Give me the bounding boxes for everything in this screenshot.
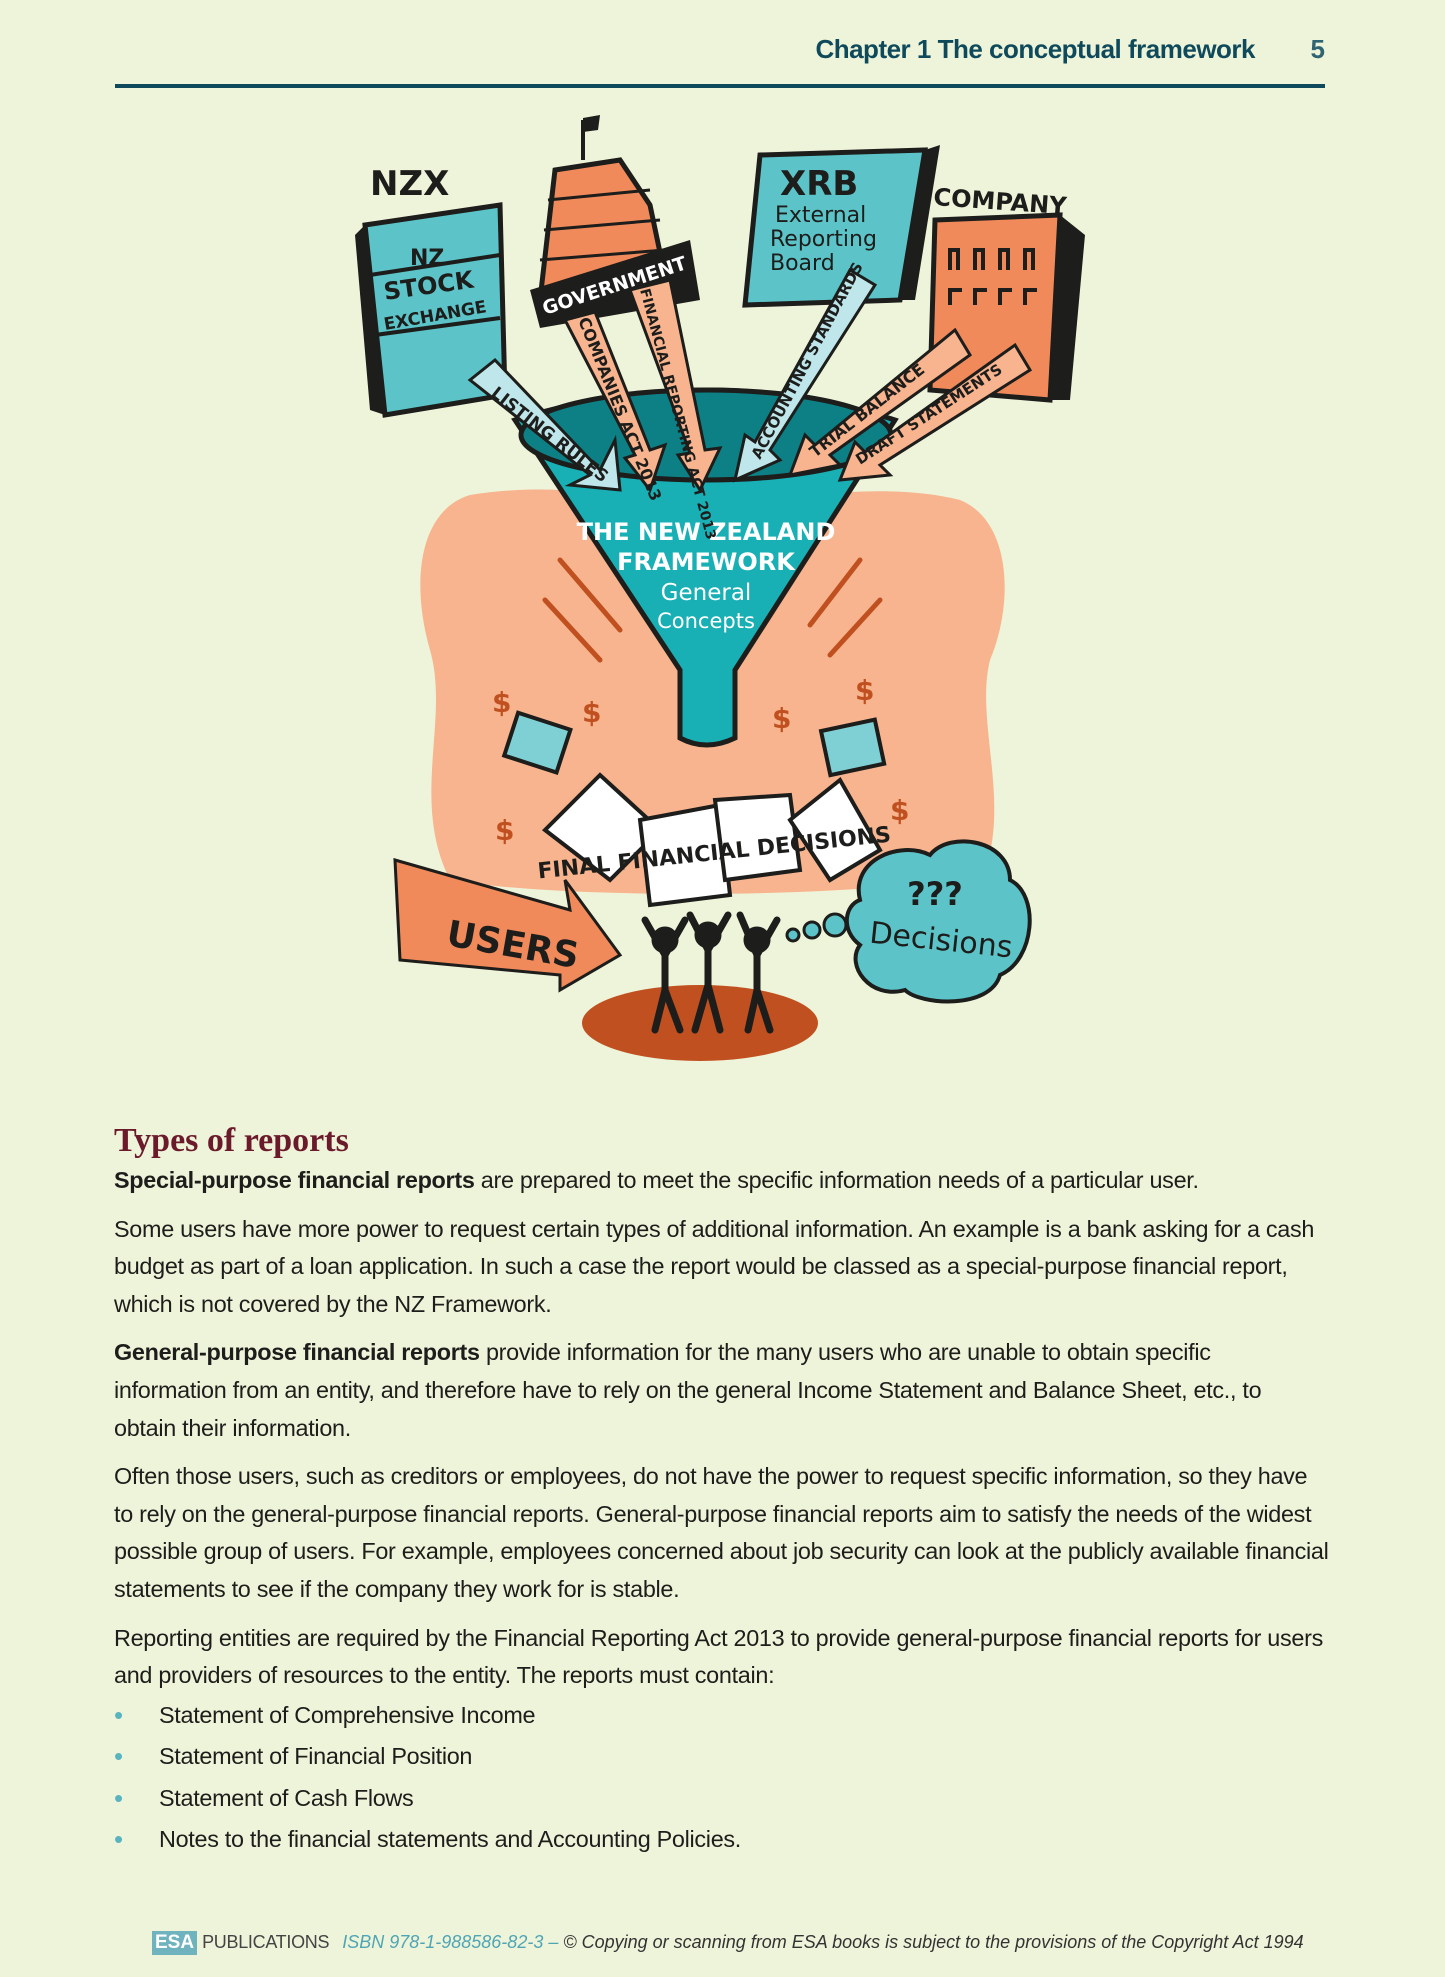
dollar-icon: $ — [890, 794, 909, 827]
question-marks-icon: ??? — [907, 875, 963, 913]
paragraph-text: are prepared to meet the specific inform… — [474, 1167, 1199, 1193]
funnel-line4: Concepts — [657, 609, 755, 633]
xrb-label: XRB — [780, 164, 858, 204]
funnel-line3: General — [661, 580, 752, 606]
copyright-notice: © Copying or scanning from ESA books is … — [563, 1932, 1304, 1952]
term-special-purpose: Special-purpose financial reports — [114, 1167, 475, 1193]
nzx-building-icon: NZX NZ STOCK EXCHANGE — [355, 164, 508, 418]
publisher-name: PUBLICATIONS — [202, 1932, 330, 1952]
dollar-icon: $ — [855, 674, 874, 707]
paragraph-reporting-entities: Reporting entities are required by the F… — [114, 1624, 1324, 1689]
chapter-title: Chapter 1 The conceptual framework — [815, 34, 1255, 64]
bullet-icon: • — [114, 1782, 123, 1813]
xrb-line3: Board — [770, 251, 835, 276]
bullet-icon: • — [114, 1699, 123, 1730]
list-item-text: Statement of Financial Position — [159, 1743, 473, 1770]
nzx-label: NZX — [370, 164, 449, 204]
bullet-icon: • — [114, 1824, 123, 1855]
types-of-reports-section: Types of reports Special-purpose financi… — [114, 1120, 1329, 1861]
list-item-text: Notes to the financial statements and Ac… — [159, 1826, 742, 1853]
paragraph-special-purpose: Special-purpose financial reports are pr… — [114, 1162, 1329, 1200]
paragraph-text: provide information for the many users w… — [114, 1339, 1262, 1441]
xrb-line1: External — [775, 203, 866, 228]
users-arrow: USERS — [393, 857, 623, 993]
paragraph-general-purpose: General-purpose financial reports provid… — [114, 1334, 1329, 1447]
xrb-book-icon: XRB External Reporting Board — [742, 145, 940, 308]
dollar-icon: $ — [495, 814, 514, 847]
bullet-icon: • — [114, 1741, 123, 1772]
esa-logo: ESA — [152, 1931, 198, 1955]
motion-lines-decoration — [542, 557, 883, 663]
dollar-icon: $ — [772, 702, 791, 735]
funnel-line2: FRAMEWORK — [617, 548, 796, 576]
term-general-purpose: General-purpose financial reports — [114, 1339, 480, 1366]
xrb-line2: Reporting — [770, 227, 877, 252]
isbn: ISBN 978-1-988586-82-3 – — [342, 1932, 559, 1952]
company-label: COMPANY — [933, 183, 1069, 220]
list-item-text: Statement of Comprehensive Income — [159, 1701, 536, 1728]
list-item-text: Statement of Cash Flows — [159, 1784, 414, 1811]
paragraph-users-power: Some users have more power to request ce… — [114, 1215, 1315, 1317]
users-people-icon — [582, 911, 818, 1061]
page-number: 5 — [1310, 34, 1325, 64]
section-heading: Types of reports — [114, 1122, 349, 1159]
dollar-icon: $ — [492, 686, 511, 719]
page-header: Chapter 1 The conceptual framework 5 — [115, 28, 1325, 88]
list-item: • Statement of Comprehensive Income — [114, 1695, 1329, 1737]
dollar-icon: $ — [582, 696, 601, 729]
required-reports-list: • Statement of Comprehensive Income • Stat… — [114, 1695, 1329, 1861]
list-item: • Notes to the financial statements and A… — [114, 1819, 1329, 1861]
framework-illustration: NZX NZ STOCK EXCHANGE GOVERNMENT XRB Ext… — [355, 115, 1085, 1061]
nz-label: NZ — [410, 246, 444, 271]
decision-papers-icon: FINAL FINANCIAL DECISIONS — [536, 772, 892, 908]
list-item: • Statement of Cash Flows — [114, 1778, 1329, 1820]
money-decoration: $ $ $ $ $ $ — [492, 674, 909, 847]
page-footer: ESA PUBLICATIONS ISBN 978-1-988586-82-3 … — [152, 1931, 1304, 1955]
paragraph-creditors-employees: Often those users, such as creditors or … — [114, 1463, 1329, 1602]
list-item: • Statement of Financial Position — [114, 1736, 1329, 1778]
funnel-line1: THE NEW ZEALAND — [577, 518, 836, 546]
decisions-thought-cloud: ??? Decisions — [785, 839, 1032, 1004]
